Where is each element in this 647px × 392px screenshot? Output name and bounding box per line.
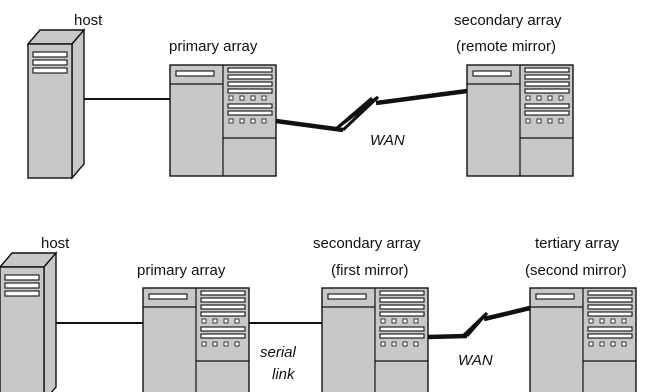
wan-label: WAN	[458, 352, 493, 369]
secondary-array-sublabel: (remote mirror)	[456, 38, 556, 55]
storage-array-icon	[466, 64, 574, 177]
host-label: host	[74, 12, 103, 29]
primary-to-secondary-wan-link	[275, 118, 344, 133]
diagram-two-site: host primary array secondary array (remo…	[27, 12, 574, 179]
tertiary-array-sublabel: (second mirror)	[525, 262, 627, 279]
storage-array-icon	[321, 287, 429, 392]
secondary-to-tertiary-wan-link	[427, 333, 468, 340]
server-tower-icon	[27, 29, 85, 179]
host-label: host	[41, 235, 70, 252]
lightning-bolt-icon	[461, 311, 489, 338]
tertiary-array-label: tertiary array	[535, 235, 620, 252]
serial-link-label: link	[272, 366, 296, 383]
primary-to-secondary-wan-link	[375, 88, 468, 106]
serial-link-label: serial	[260, 344, 297, 361]
storage-array-icon	[169, 64, 277, 177]
secondary-to-tertiary-wan-link	[483, 305, 531, 322]
secondary-array-label: secondary array	[454, 12, 562, 29]
wan-label: WAN	[370, 132, 405, 149]
lightning-bolt-icon	[336, 95, 380, 132]
primary-array-label: primary array	[137, 262, 226, 279]
storage-array-icon	[142, 287, 250, 392]
server-tower-icon	[0, 252, 57, 392]
diagram-three-site: host primary array secondary array (firs…	[0, 235, 637, 392]
secondary-array-label: secondary array	[313, 235, 421, 252]
secondary-array-sublabel: (first mirror)	[331, 262, 408, 279]
primary-array-label: primary array	[169, 38, 258, 55]
storage-array-icon	[529, 287, 637, 392]
